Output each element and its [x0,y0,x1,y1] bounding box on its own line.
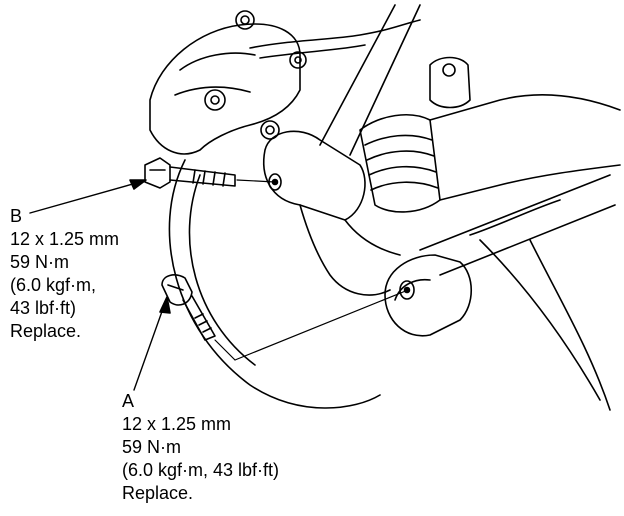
callout-b-size: 12 x 1.25 mm [10,229,120,249]
callout-b-torque-kgf: (6.0 kgf·m, [10,275,97,295]
brake-hose [249,19,421,49]
callout-a-torque-full: (6.0 kgf·m, 43 lbf·ft) [122,460,280,480]
lower-link-bar [419,174,616,276]
brake-hose-2 [259,44,366,59]
callout-b: B 12 x 1.25 mm 59 N·m (6.0 kgf·m, 43 lbf… [10,205,119,343]
leader-lines [214,179,409,361]
hub-assembly [429,56,471,109]
callout-a-letter: A [122,391,135,411]
upper-link-rod [319,4,421,156]
callout-b-torque-nm: 59 N·m [10,252,70,272]
caliper-bolts [204,10,307,140]
caliper-detail [174,52,256,96]
callout-b-note: Replace. [10,321,82,341]
brake-disc-inner-edge [188,174,256,366]
callout-b-letter: B [10,206,23,226]
callout-a-torque-nm: 59 N·m [122,437,182,457]
callout-a-size: 12 x 1.25 mm [122,414,232,434]
brake-disc-outline [168,159,381,409]
callout-a-note: Replace. [122,483,194,503]
arrow-b-icon [29,179,147,214]
bolt-b-icon [144,157,236,189]
callout-a: A 12 x 1.25 mm 59 N·m (6.0 kgf·m, 43 lbf… [122,390,279,505]
callout-b-torque-lbf: 43 lbf·ft) [10,298,77,318]
drive-shaft [429,94,621,201]
frame-lines [479,239,611,411]
arrow-a-icon [133,296,171,391]
caliper-body [149,23,301,155]
bolt-a-icon [161,274,216,341]
control-arm [299,204,401,296]
lower-link-bar-mid [469,199,561,236]
lower-bushing [384,254,472,337]
cv-boot [359,114,441,213]
